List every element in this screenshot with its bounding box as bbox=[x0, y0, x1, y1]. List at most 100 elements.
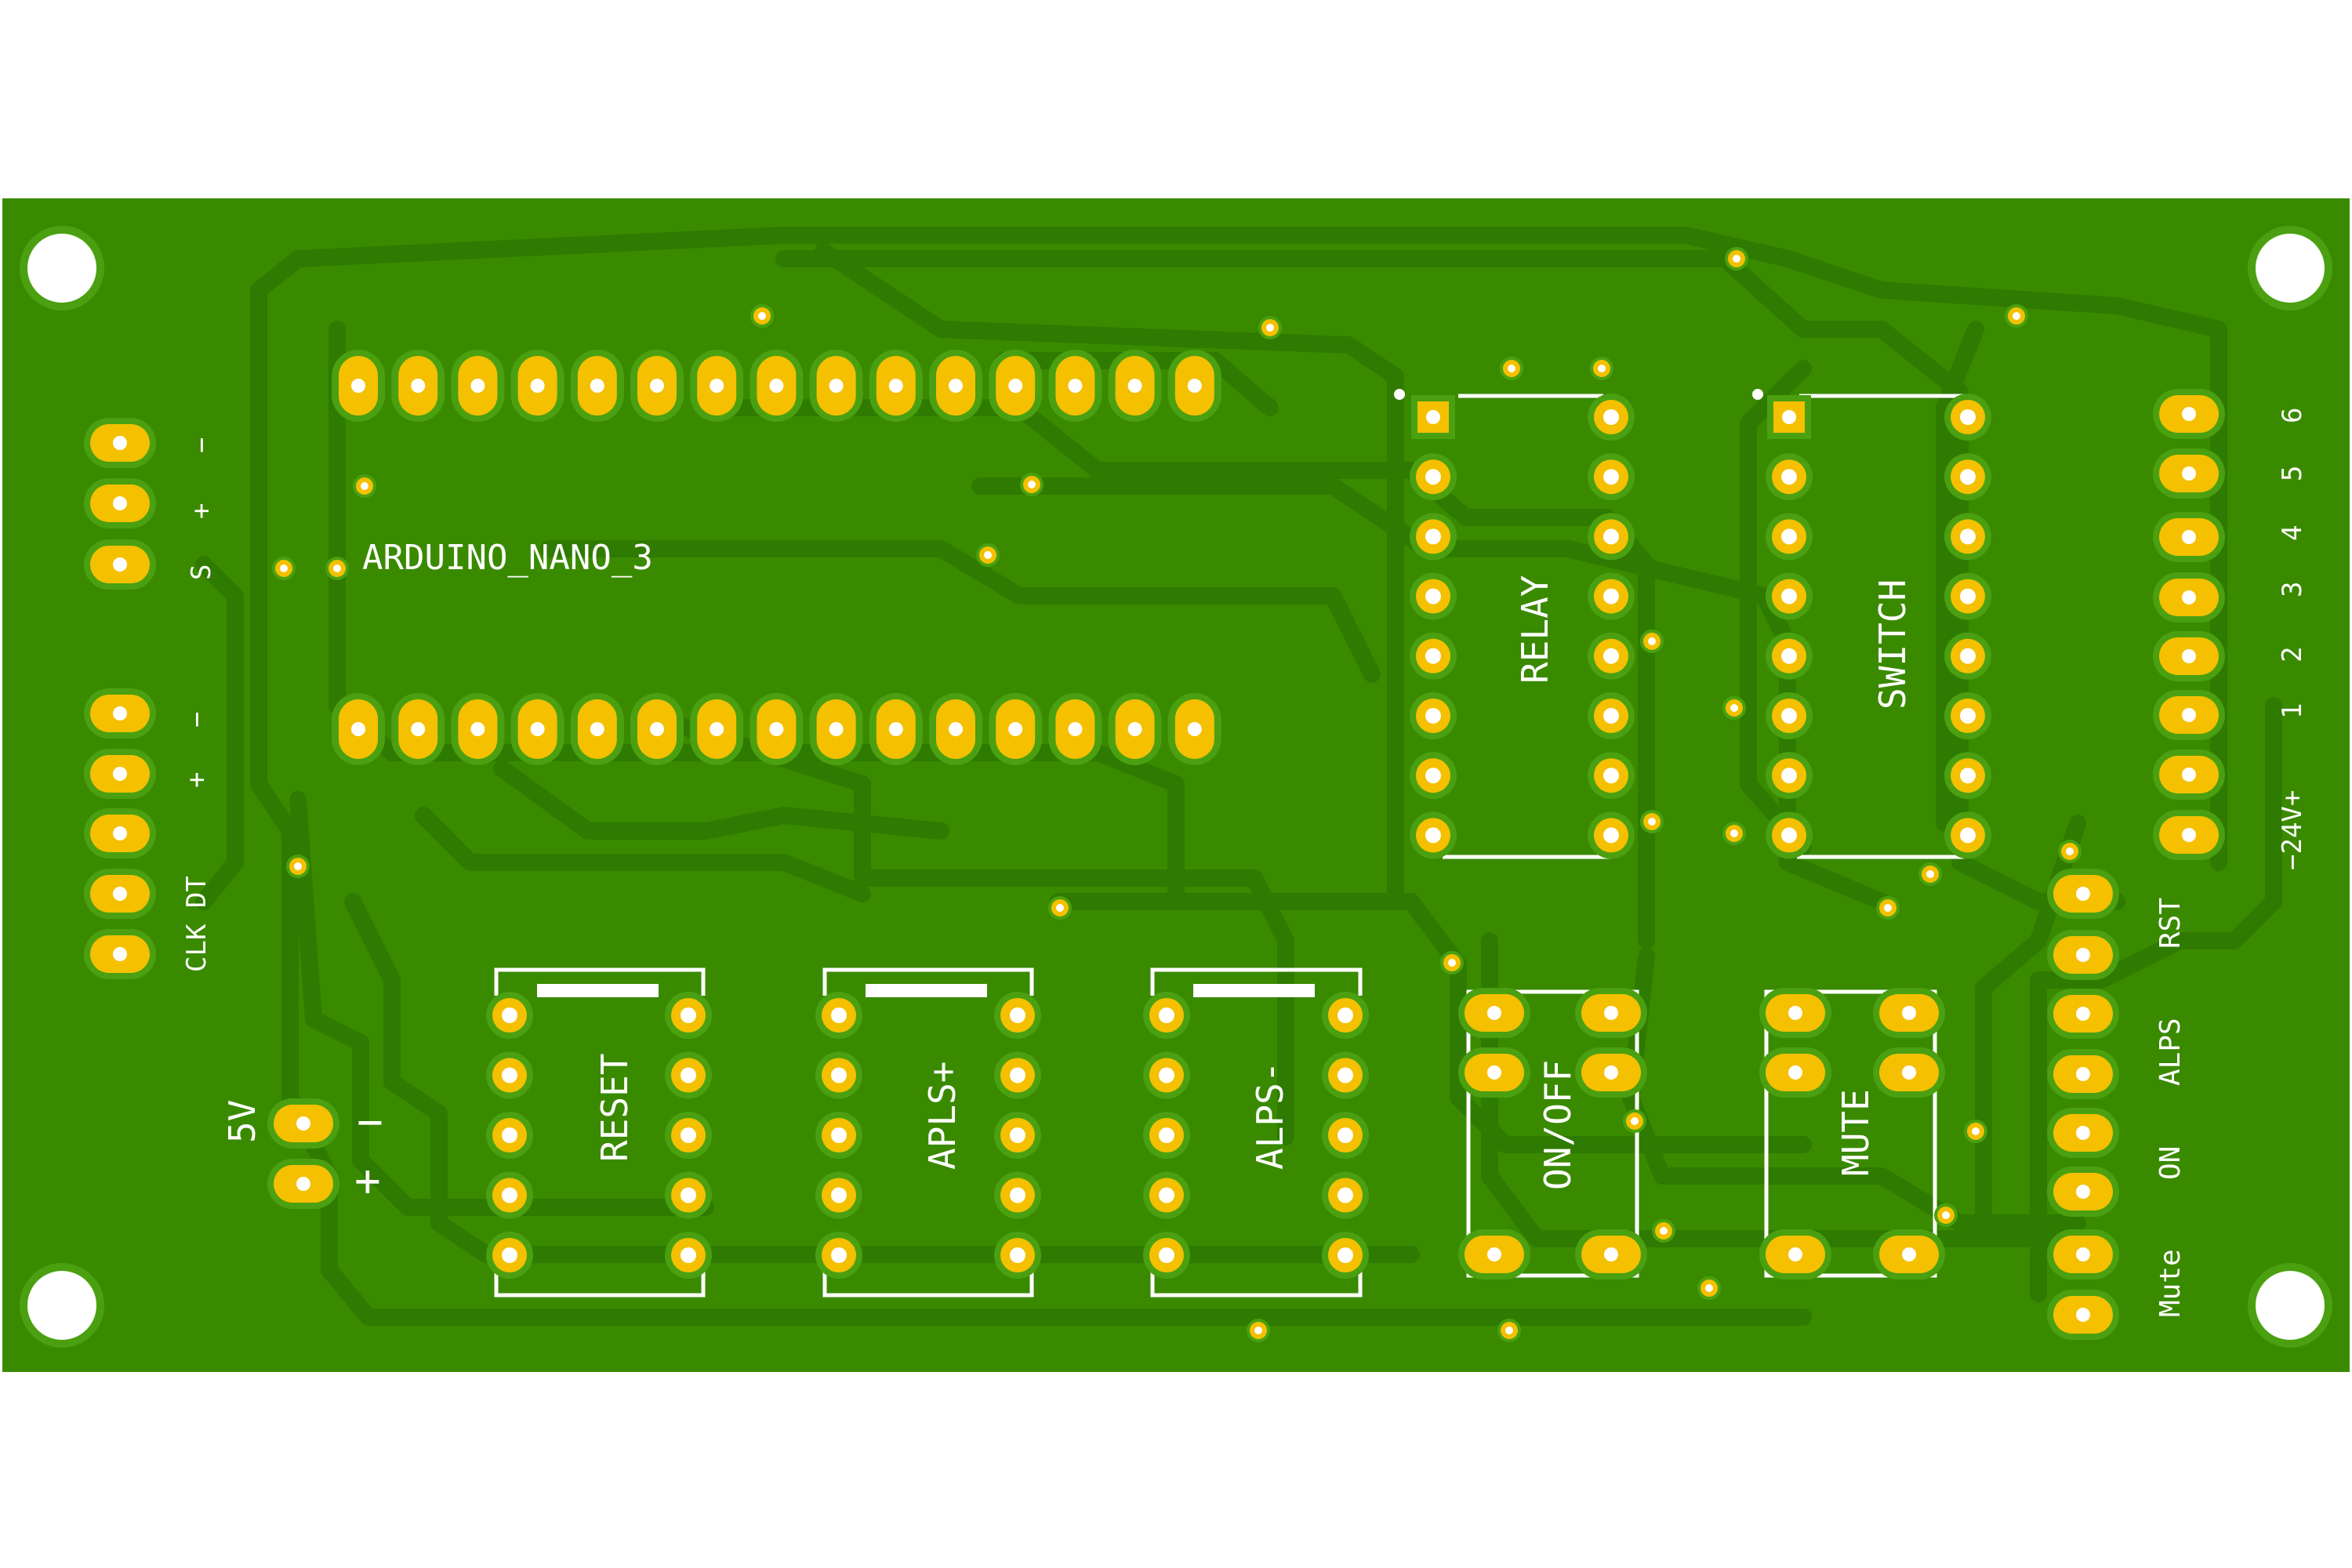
relay-pad bbox=[1411, 395, 1455, 439]
via bbox=[1266, 324, 1274, 332]
arduino-pad bbox=[510, 693, 564, 765]
connector-pad bbox=[2153, 631, 2225, 681]
arduino-pad bbox=[1108, 693, 1162, 765]
arduino-pad bbox=[510, 350, 564, 422]
relay-pad bbox=[1410, 811, 1457, 859]
switch-pad bbox=[1766, 692, 1813, 739]
button-pad bbox=[1143, 1051, 1190, 1099]
label-side-rst: RST bbox=[2154, 898, 2187, 949]
arduino-pad bbox=[989, 693, 1043, 765]
side-connector-pad bbox=[2047, 1229, 2119, 1279]
switch-button-pad bbox=[1759, 1047, 1831, 1098]
button-pad bbox=[486, 992, 533, 1039]
switch-pad bbox=[1944, 572, 1991, 620]
arduino-pad bbox=[451, 693, 505, 765]
arduino-pad bbox=[809, 693, 863, 765]
switch-button-pad bbox=[1873, 1047, 1945, 1098]
via bbox=[2066, 848, 2074, 855]
encoder-pad bbox=[84, 418, 156, 468]
relay-pad bbox=[1410, 632, 1457, 680]
arduino-pad bbox=[630, 350, 684, 422]
label-alps-minus: ALPS- bbox=[1249, 1062, 1291, 1170]
arduino-pad bbox=[690, 350, 744, 422]
button-pad bbox=[1143, 1112, 1190, 1159]
switch-pad bbox=[1944, 632, 1991, 680]
via bbox=[1056, 904, 1064, 912]
via bbox=[1972, 1127, 1980, 1135]
via bbox=[1942, 1211, 1950, 1219]
relay-pad bbox=[1588, 811, 1635, 859]
button-pad bbox=[994, 992, 1041, 1039]
button-pad bbox=[815, 1112, 862, 1159]
switch-pad bbox=[1944, 394, 1991, 441]
relay-pad bbox=[1588, 394, 1635, 441]
label-conn-1: 1 bbox=[2277, 703, 2308, 719]
switch-pad bbox=[1766, 632, 1813, 680]
via bbox=[1254, 1327, 1262, 1334]
arduino-pad bbox=[929, 350, 982, 422]
via bbox=[1505, 1327, 1513, 1334]
connector-pad bbox=[2153, 572, 2225, 622]
arduino-pad bbox=[1048, 693, 1102, 765]
power-pad bbox=[267, 1098, 339, 1149]
arduino-pad bbox=[869, 693, 923, 765]
switch-pad bbox=[1766, 811, 1813, 859]
switch-pad bbox=[1944, 513, 1991, 561]
button-pad bbox=[1143, 1232, 1190, 1279]
label-enc2-clkdt: CLK DT bbox=[181, 876, 212, 972]
connector-pad bbox=[2153, 448, 2225, 499]
button-pad bbox=[665, 1112, 712, 1159]
label-conn-24v: −24V+ bbox=[2277, 790, 2308, 870]
switch-pad bbox=[1766, 752, 1813, 800]
button-pad bbox=[486, 1171, 533, 1219]
encoder-pad bbox=[84, 539, 156, 590]
label-enc-minus: − bbox=[186, 437, 217, 453]
relay-pad bbox=[1588, 453, 1635, 501]
label-enc2-minus: − bbox=[181, 712, 212, 728]
via bbox=[1660, 1227, 1668, 1235]
via bbox=[1926, 870, 1934, 878]
label-conn-4: 4 bbox=[2277, 525, 2308, 541]
via bbox=[1448, 959, 1456, 967]
arduino-pad bbox=[750, 350, 804, 422]
switch-button-pad bbox=[1575, 1229, 1647, 1279]
via bbox=[1884, 904, 1892, 912]
button-pad bbox=[486, 1232, 533, 1279]
button-pad bbox=[665, 992, 712, 1039]
label-mute: MUTE bbox=[1835, 1089, 1877, 1176]
label-5v: 5V bbox=[221, 1100, 263, 1143]
button-pad bbox=[994, 1232, 1041, 1279]
side-connector-pad bbox=[2047, 1290, 2119, 1340]
via bbox=[280, 564, 288, 572]
label-arduino: ARDUINO_NANO_3 bbox=[362, 538, 653, 578]
side-connector-pad bbox=[2047, 1049, 2119, 1099]
relay-pad bbox=[1588, 752, 1635, 800]
label-relay: RELAY bbox=[1514, 575, 1556, 684]
mounting-hole bbox=[27, 234, 96, 303]
button-pad bbox=[665, 1232, 712, 1279]
via bbox=[758, 312, 766, 320]
switch-button-pad bbox=[1458, 988, 1530, 1038]
label-conn-6: 6 bbox=[2277, 408, 2308, 423]
label-5v-minus: − bbox=[357, 1097, 383, 1148]
connector-pad bbox=[2153, 810, 2225, 860]
power-pad bbox=[267, 1159, 339, 1209]
mounting-hole bbox=[2256, 234, 2325, 303]
via bbox=[294, 862, 302, 870]
button-pad bbox=[994, 1171, 1041, 1219]
button-pad bbox=[1143, 992, 1190, 1039]
via bbox=[1631, 1117, 1639, 1125]
button-pad bbox=[815, 1051, 862, 1099]
label-switch: SWITCH bbox=[1871, 579, 1914, 710]
mounting-holes bbox=[20, 226, 2332, 1348]
side-connector-pad bbox=[2047, 1108, 2119, 1158]
via bbox=[1028, 481, 1036, 488]
label-side-mute: Mute bbox=[2154, 1249, 2187, 1317]
encoder-pad bbox=[84, 478, 156, 528]
button-pad bbox=[486, 1051, 533, 1099]
button-pad bbox=[994, 1051, 1041, 1099]
label-side-alps: ALPS bbox=[2154, 1018, 2187, 1086]
button-pad bbox=[1322, 1171, 1369, 1219]
via bbox=[361, 482, 368, 490]
